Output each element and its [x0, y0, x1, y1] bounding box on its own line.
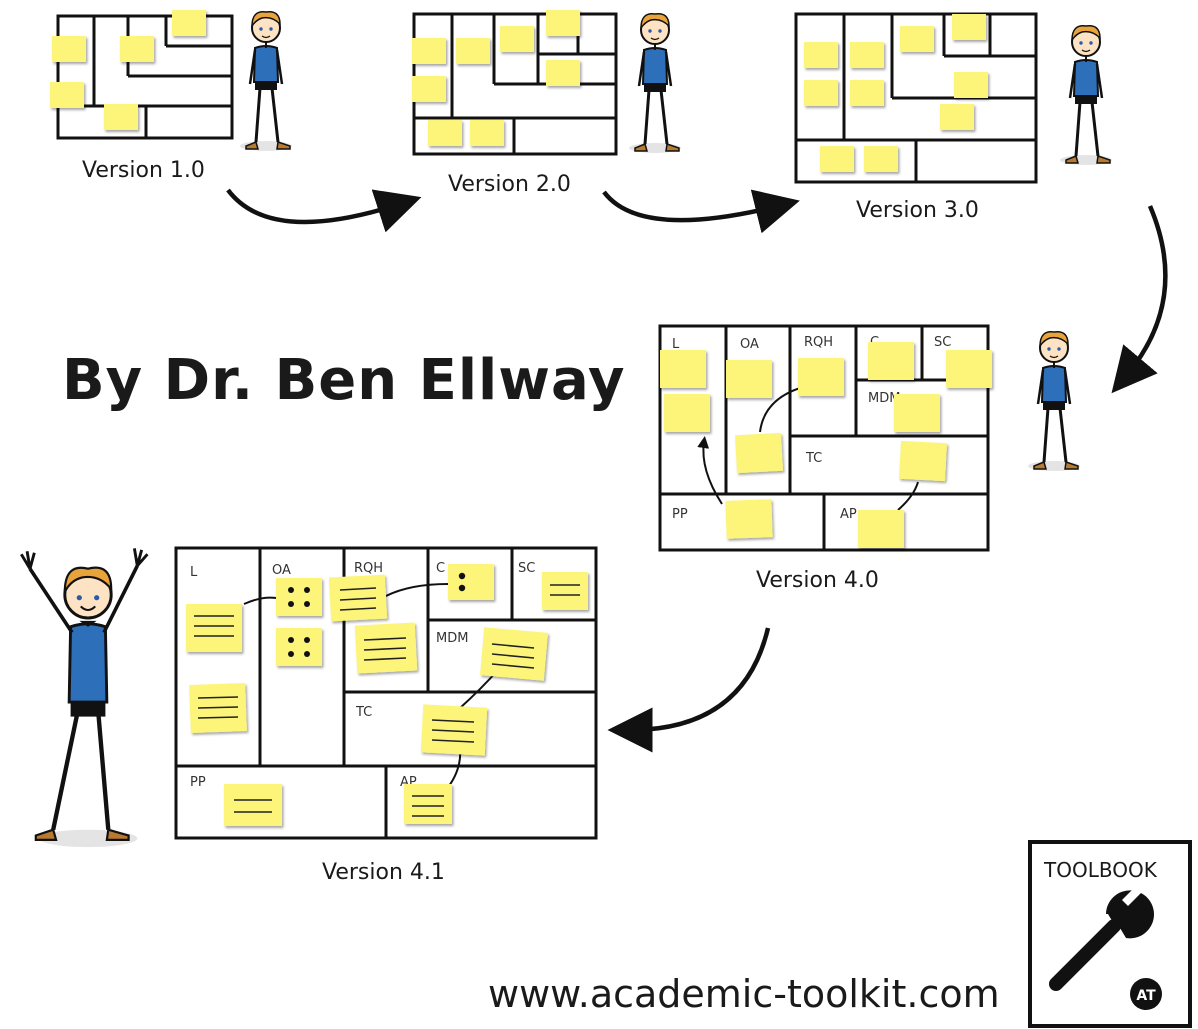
cell-label-tc: TC [805, 451, 822, 466]
person-icon [20, 548, 149, 848]
cell-label-ap: AP [840, 507, 857, 522]
cell-label-sc: SC [934, 335, 951, 350]
cell-label-l: L [672, 337, 680, 352]
canvas-version-1 [50, 10, 234, 140]
toolbook-label: TOOLBOOK [1044, 858, 1157, 882]
toolbook-badge [1028, 840, 1192, 1028]
version-label: Version 1.0 [82, 158, 205, 183]
cell-label-l: L [190, 565, 198, 580]
version-label: Version 4.0 [756, 568, 879, 593]
cell-label-rqh: RQH [804, 335, 833, 350]
version-label: Version 3.0 [856, 198, 979, 223]
person-icon [627, 12, 683, 155]
canvas-version-4-1: L OA RQH C SC MDM TC PP AP [174, 546, 598, 840]
logo-icon [1130, 978, 1162, 1010]
cell-label-sc: SC [518, 561, 535, 576]
person-icon [1058, 24, 1114, 167]
cell-label-pp: PP [190, 775, 206, 790]
cell-label-oa: OA [740, 337, 759, 352]
wrench-icon [1049, 884, 1154, 991]
person-icon [1026, 330, 1082, 473]
cell-label-tc: TC [355, 705, 372, 720]
cell-label-oa: OA [272, 563, 291, 578]
cell-label-mdm: MDM [868, 391, 900, 406]
cell-label-mdm: MDM [436, 631, 468, 646]
canvas-version-3 [794, 12, 1038, 184]
author-title: By Dr. Ben Ellway [62, 348, 626, 413]
cell-label-c: C [436, 561, 445, 576]
arrow-icon [226, 188, 1168, 753]
version-label: Version 2.0 [448, 172, 571, 197]
cell-label-rqh: RQH [354, 561, 383, 576]
person-icon [238, 10, 294, 153]
website-link[interactable]: www.academic-toolkit.com [488, 972, 1000, 1016]
toolbook-logo-text: AT [1136, 988, 1156, 1004]
canvas-version-4: L OA RQH C SC MDM TC PP AP [658, 324, 992, 552]
canvas-version-2 [412, 10, 618, 156]
version-label: Version 4.1 [322, 860, 445, 885]
cell-label-pp: PP [672, 507, 688, 522]
